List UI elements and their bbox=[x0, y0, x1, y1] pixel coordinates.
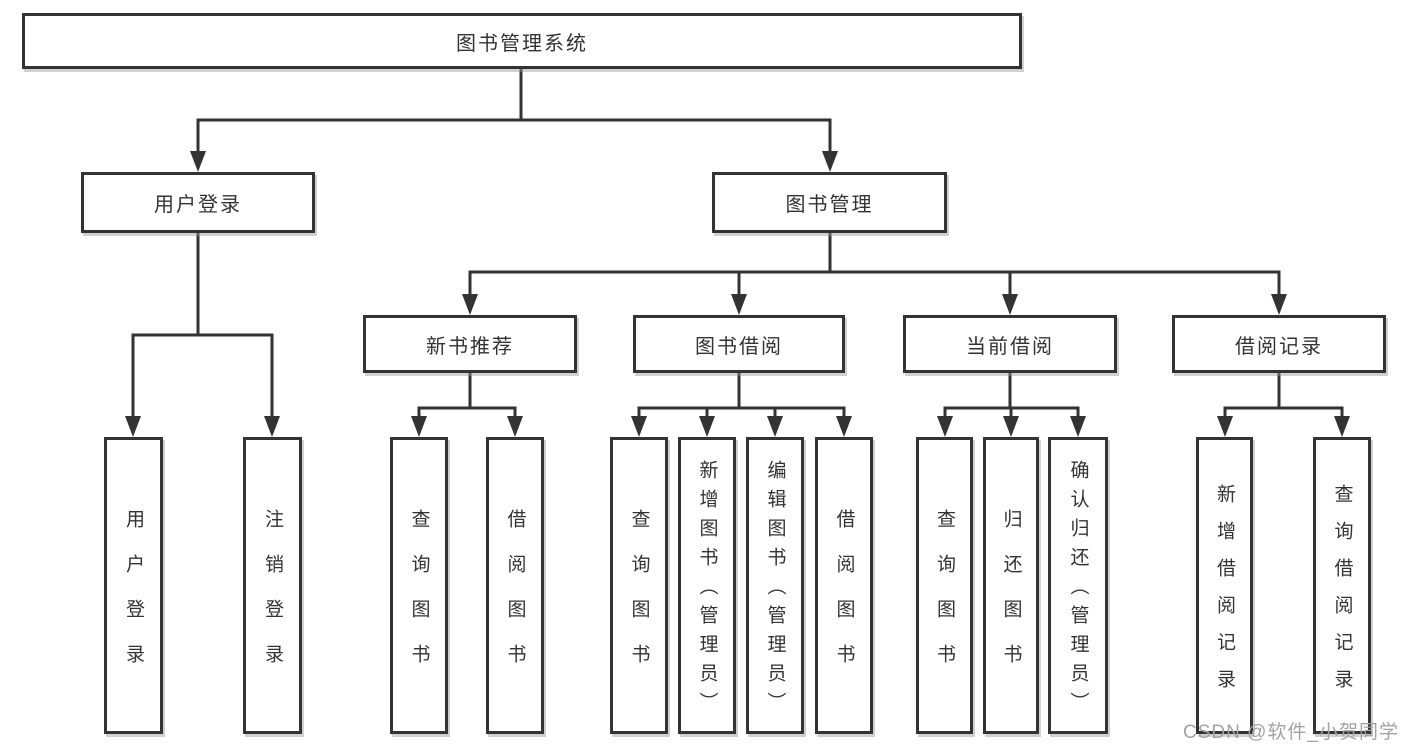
leaf-current-return-book: 归还图书 bbox=[983, 437, 1039, 734]
node-label: 图书管理系统 bbox=[456, 32, 588, 55]
node-label: 借阅图书 bbox=[504, 508, 526, 689]
node-label: 图书管理 bbox=[785, 194, 874, 216]
leaf-current-query-book: 查询图书 bbox=[916, 437, 973, 734]
node-label: 用户登录 bbox=[123, 508, 144, 689]
leaf-user-login: 用户登录 bbox=[104, 437, 163, 734]
node-label: 查询图书 bbox=[408, 508, 430, 689]
node-borrowing-records: 借阅记录 bbox=[1172, 315, 1386, 373]
leaf-logout: 注销登录 bbox=[243, 437, 302, 734]
node-library-system: 图书管理系统 bbox=[22, 13, 1022, 69]
node-label: 图书借阅 bbox=[695, 335, 783, 358]
leaf-borrowing-borrow-book: 借阅图书 bbox=[815, 437, 873, 734]
node-label: 新增借阅记录 bbox=[1214, 483, 1235, 706]
leaf-recommend-query-book: 查询图书 bbox=[390, 437, 448, 734]
node-label: 归还图书 bbox=[1000, 508, 1022, 689]
node-label: 借阅记录 bbox=[1235, 335, 1323, 358]
leaf-current-confirm-return-admin: 确认归还（管理员） bbox=[1048, 437, 1108, 734]
node-label: 编辑图书（管理员） bbox=[764, 460, 786, 721]
node-label: 查询借阅记录 bbox=[1331, 483, 1353, 706]
leaf-borrowing-query-book: 查询图书 bbox=[610, 437, 668, 734]
node-label: 查询图书 bbox=[628, 508, 650, 689]
node-label: 用户登录 bbox=[154, 194, 242, 216]
node-label: 新增图书（管理员） bbox=[696, 460, 718, 721]
node-label: 查询图书 bbox=[934, 508, 955, 689]
node-current-borrowing: 当前借阅 bbox=[903, 315, 1117, 373]
leaf-borrowing-add-book-admin: 新增图书（管理员） bbox=[678, 437, 736, 734]
leaf-records-query-record: 查询借阅记录 bbox=[1313, 437, 1371, 734]
node-label: 注销登录 bbox=[262, 508, 283, 689]
node-user-login: 用户登录 bbox=[81, 172, 315, 233]
node-label: 新书推荐 bbox=[426, 335, 514, 358]
node-book-borrowing: 图书借阅 bbox=[633, 315, 845, 373]
node-label: 当前借阅 bbox=[966, 335, 1054, 358]
csdn-watermark: CSDN @软件_小贺同学 bbox=[1183, 722, 1399, 743]
node-book-management: 图书管理 bbox=[712, 172, 947, 233]
leaf-records-add-record: 新增借阅记录 bbox=[1196, 437, 1253, 734]
node-label: 确认归还（管理员） bbox=[1067, 460, 1089, 721]
leaf-recommend-borrow-book: 借阅图书 bbox=[486, 437, 544, 734]
leaf-borrowing-edit-book-admin: 编辑图书（管理员） bbox=[746, 437, 804, 734]
node-new-book-recommendation: 新书推荐 bbox=[363, 315, 577, 373]
node-label: 借阅图书 bbox=[833, 508, 855, 689]
